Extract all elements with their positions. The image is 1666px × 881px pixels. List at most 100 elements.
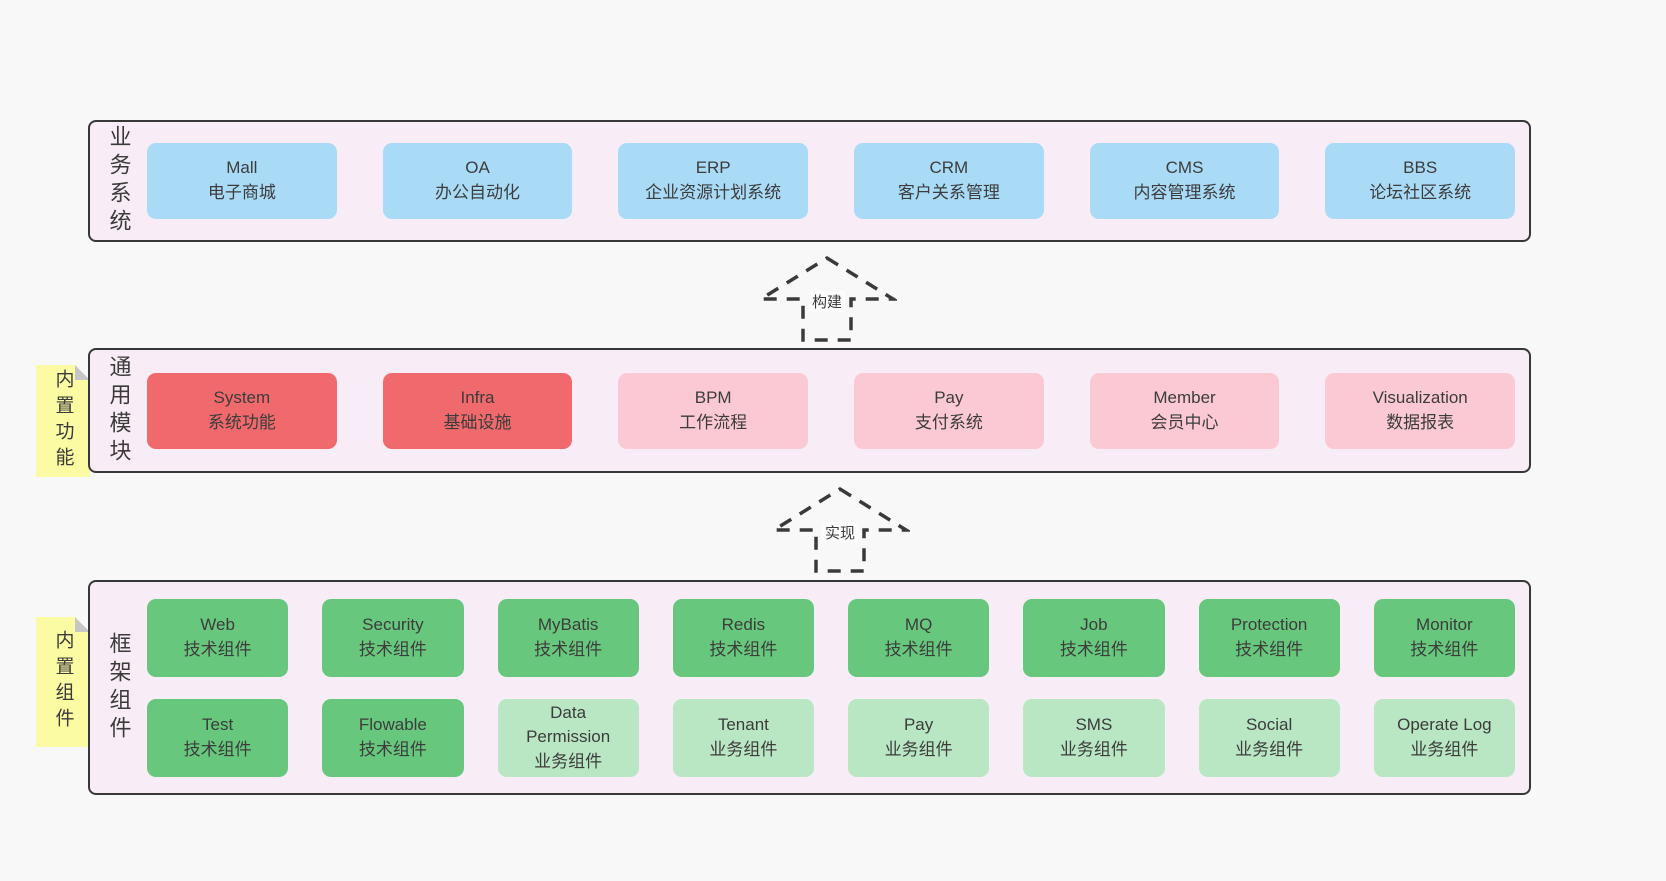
box-subtitle: 技术组件 <box>183 739 252 759</box>
box-title: BPM <box>694 387 732 407</box>
sticky-note-builtin-components: 内置组件 <box>36 617 90 747</box>
box-crm: CRM 客户关系管理 <box>854 143 1044 219</box>
framework-components-side-label: 框架组件 <box>90 582 147 793</box>
implement-arrow: 实现 <box>770 486 910 574</box>
box-title: BBS <box>1403 158 1438 178</box>
box-subtitle: 论坛社区系统 <box>1369 183 1472 202</box>
box-social: Social 业务组件 <box>1198 698 1340 777</box>
box-title: Protection <box>1230 614 1308 634</box>
box-data-permission: Data Permission 业务组件 <box>497 698 639 777</box>
box-title: Mall <box>226 158 258 178</box>
business-systems-row: Mall 电子商城 OA 办公自动化 ERP 企业资源计划系统 CRM 客户关系… <box>147 143 1516 219</box>
box-oa: OA 办公自动化 <box>382 143 573 219</box>
business-systems-panel: 业务系统 Mall 电子商城 OA 办公自动化 ERP 企业资源计划系统 CRM… <box>88 120 1531 242</box>
box-pay: Pay 支付系统 <box>854 372 1044 449</box>
side-label-text: 通用模块 <box>106 354 132 467</box>
framework-components-content: Web 技术组件 Security 技术组件 MyBatis 技术组件 Redi… <box>147 582 1529 793</box>
box-subtitle: 工作流程 <box>679 412 748 432</box>
box-title: SMS <box>1075 714 1113 734</box>
business-systems-content: Mall 电子商城 OA 办公自动化 ERP 企业资源计划系统 CRM 客户关系… <box>147 122 1529 240</box>
business-systems-side-label: 业务系统 <box>90 122 147 240</box>
sticky-note-builtin-features: 内置功能 <box>36 365 90 477</box>
box-subtitle: 业务组件 <box>1410 739 1479 759</box>
box-subtitle: 技术组件 <box>183 639 252 659</box>
box-title: Security <box>362 614 424 634</box>
box-title: Monitor <box>1416 614 1473 634</box>
box-job: Job 技术组件 <box>1023 598 1165 677</box>
common-modules-side-label: 通用模块 <box>90 350 147 471</box>
box-title: Tenant <box>717 714 769 734</box>
note-text: 内置功能 <box>52 369 74 473</box>
box-title: Redis <box>721 614 766 634</box>
box-subtitle: 系统功能 <box>207 412 276 432</box>
box-subtitle: 支付系统 <box>914 412 983 432</box>
box-subtitle: 技术组件 <box>358 639 427 659</box>
note-text: 内置组件 <box>52 630 74 734</box>
box-subtitle: 技术组件 <box>534 639 603 659</box>
box-title: MQ <box>904 614 933 634</box>
box-title: Infra <box>460 387 495 407</box>
box-subtitle: 业务组件 <box>1235 739 1304 759</box>
box-title: Test <box>202 714 234 734</box>
box-subtitle: 办公自动化 <box>435 183 520 202</box>
framework-components-panel: 框架组件 Web 技术组件 Security 技术组件 MyBatis 技术组件… <box>88 580 1531 795</box>
common-modules-row: System 系统功能 Infra 基础设施 BPM 工作流程 Pay 支付系统… <box>147 372 1516 449</box>
box-title: Member <box>1153 387 1216 407</box>
side-label-text: 业务系统 <box>106 125 132 237</box>
box-subtitle: 业务组件 <box>1059 739 1128 759</box>
box-title: Flowable <box>358 714 427 734</box>
box-title: Social <box>1245 714 1293 734</box>
box-operate-log: Operate Log 业务组件 <box>1373 698 1515 777</box>
box-title: Operate Log <box>1397 714 1492 734</box>
box-visualization: Visualization 数据报表 <box>1325 372 1516 449</box>
box-title: CRM <box>929 158 969 178</box>
box-monitor: Monitor 技术组件 <box>1373 598 1515 677</box>
box-system: System 系统功能 <box>147 372 337 449</box>
box-cms: CMS 内容管理系统 <box>1089 143 1280 219</box>
box-subtitle: 基础设施 <box>443 412 512 432</box>
up-arrow-icon <box>770 486 910 573</box>
box-subtitle: 技术组件 <box>1059 639 1128 659</box>
box-erp: ERP 企业资源计划系统 <box>618 143 809 219</box>
box-member: Member 会员中心 <box>1089 372 1280 449</box>
box-mq: MQ 技术组件 <box>848 598 990 677</box>
box-subtitle: 业务组件 <box>884 739 953 759</box>
box-subtitle: 电子商城 <box>207 183 276 202</box>
framework-components-row-2: Test 技术组件 Flowable 技术组件 Data Permission … <box>147 698 1515 777</box>
box-subtitle: 内容管理系统 <box>1133 183 1236 202</box>
side-label-text: 框架组件 <box>106 631 132 744</box>
box-subtitle: 技术组件 <box>884 639 953 659</box>
box-subtitle: 技术组件 <box>358 739 427 759</box>
box-subtitle: 技术组件 <box>1235 639 1304 659</box>
build-arrow-label: 构建 <box>808 291 846 312</box>
box-subtitle: 会员中心 <box>1150 412 1219 432</box>
box-sms: SMS 业务组件 <box>1023 698 1165 777</box>
box-title: Visualization <box>1372 387 1468 407</box>
box-title: Pay <box>934 387 964 407</box>
box-pay-component: Pay 业务组件 <box>848 698 990 777</box>
box-title: Job <box>1080 614 1108 634</box>
box-title: OA <box>465 158 490 178</box>
box-protection: Protection 技术组件 <box>1198 598 1340 677</box>
box-infra: Infra 基础设施 <box>382 372 573 449</box>
framework-components-row-1: Web 技术组件 Security 技术组件 MyBatis 技术组件 Redi… <box>147 598 1515 677</box>
box-subtitle: 企业资源计划系统 <box>645 183 782 202</box>
box-subtitle: 业务组件 <box>534 751 603 771</box>
box-title: Web <box>200 614 235 634</box>
box-title: CMS <box>1165 158 1204 178</box>
box-redis: Redis 技术组件 <box>672 598 814 677</box>
box-mybatis: MyBatis 技术组件 <box>497 598 639 677</box>
box-title: System <box>213 387 271 407</box>
box-flowable: Flowable 技术组件 <box>322 698 464 777</box>
box-subtitle: 技术组件 <box>1410 639 1479 659</box>
box-mall: Mall 电子商城 <box>147 143 337 219</box>
up-arrow-icon <box>757 255 897 342</box>
box-title: MyBatis <box>537 614 599 634</box>
box-title: Data Permission <box>526 702 611 747</box>
box-bpm: BPM 工作流程 <box>618 372 809 449</box>
box-subtitle: 数据报表 <box>1386 412 1455 432</box>
box-security: Security 技术组件 <box>322 598 464 677</box>
box-bbs: BBS 论坛社区系统 <box>1325 143 1516 219</box>
box-test: Test 技术组件 <box>147 698 289 777</box>
box-title: Pay <box>903 714 934 734</box>
